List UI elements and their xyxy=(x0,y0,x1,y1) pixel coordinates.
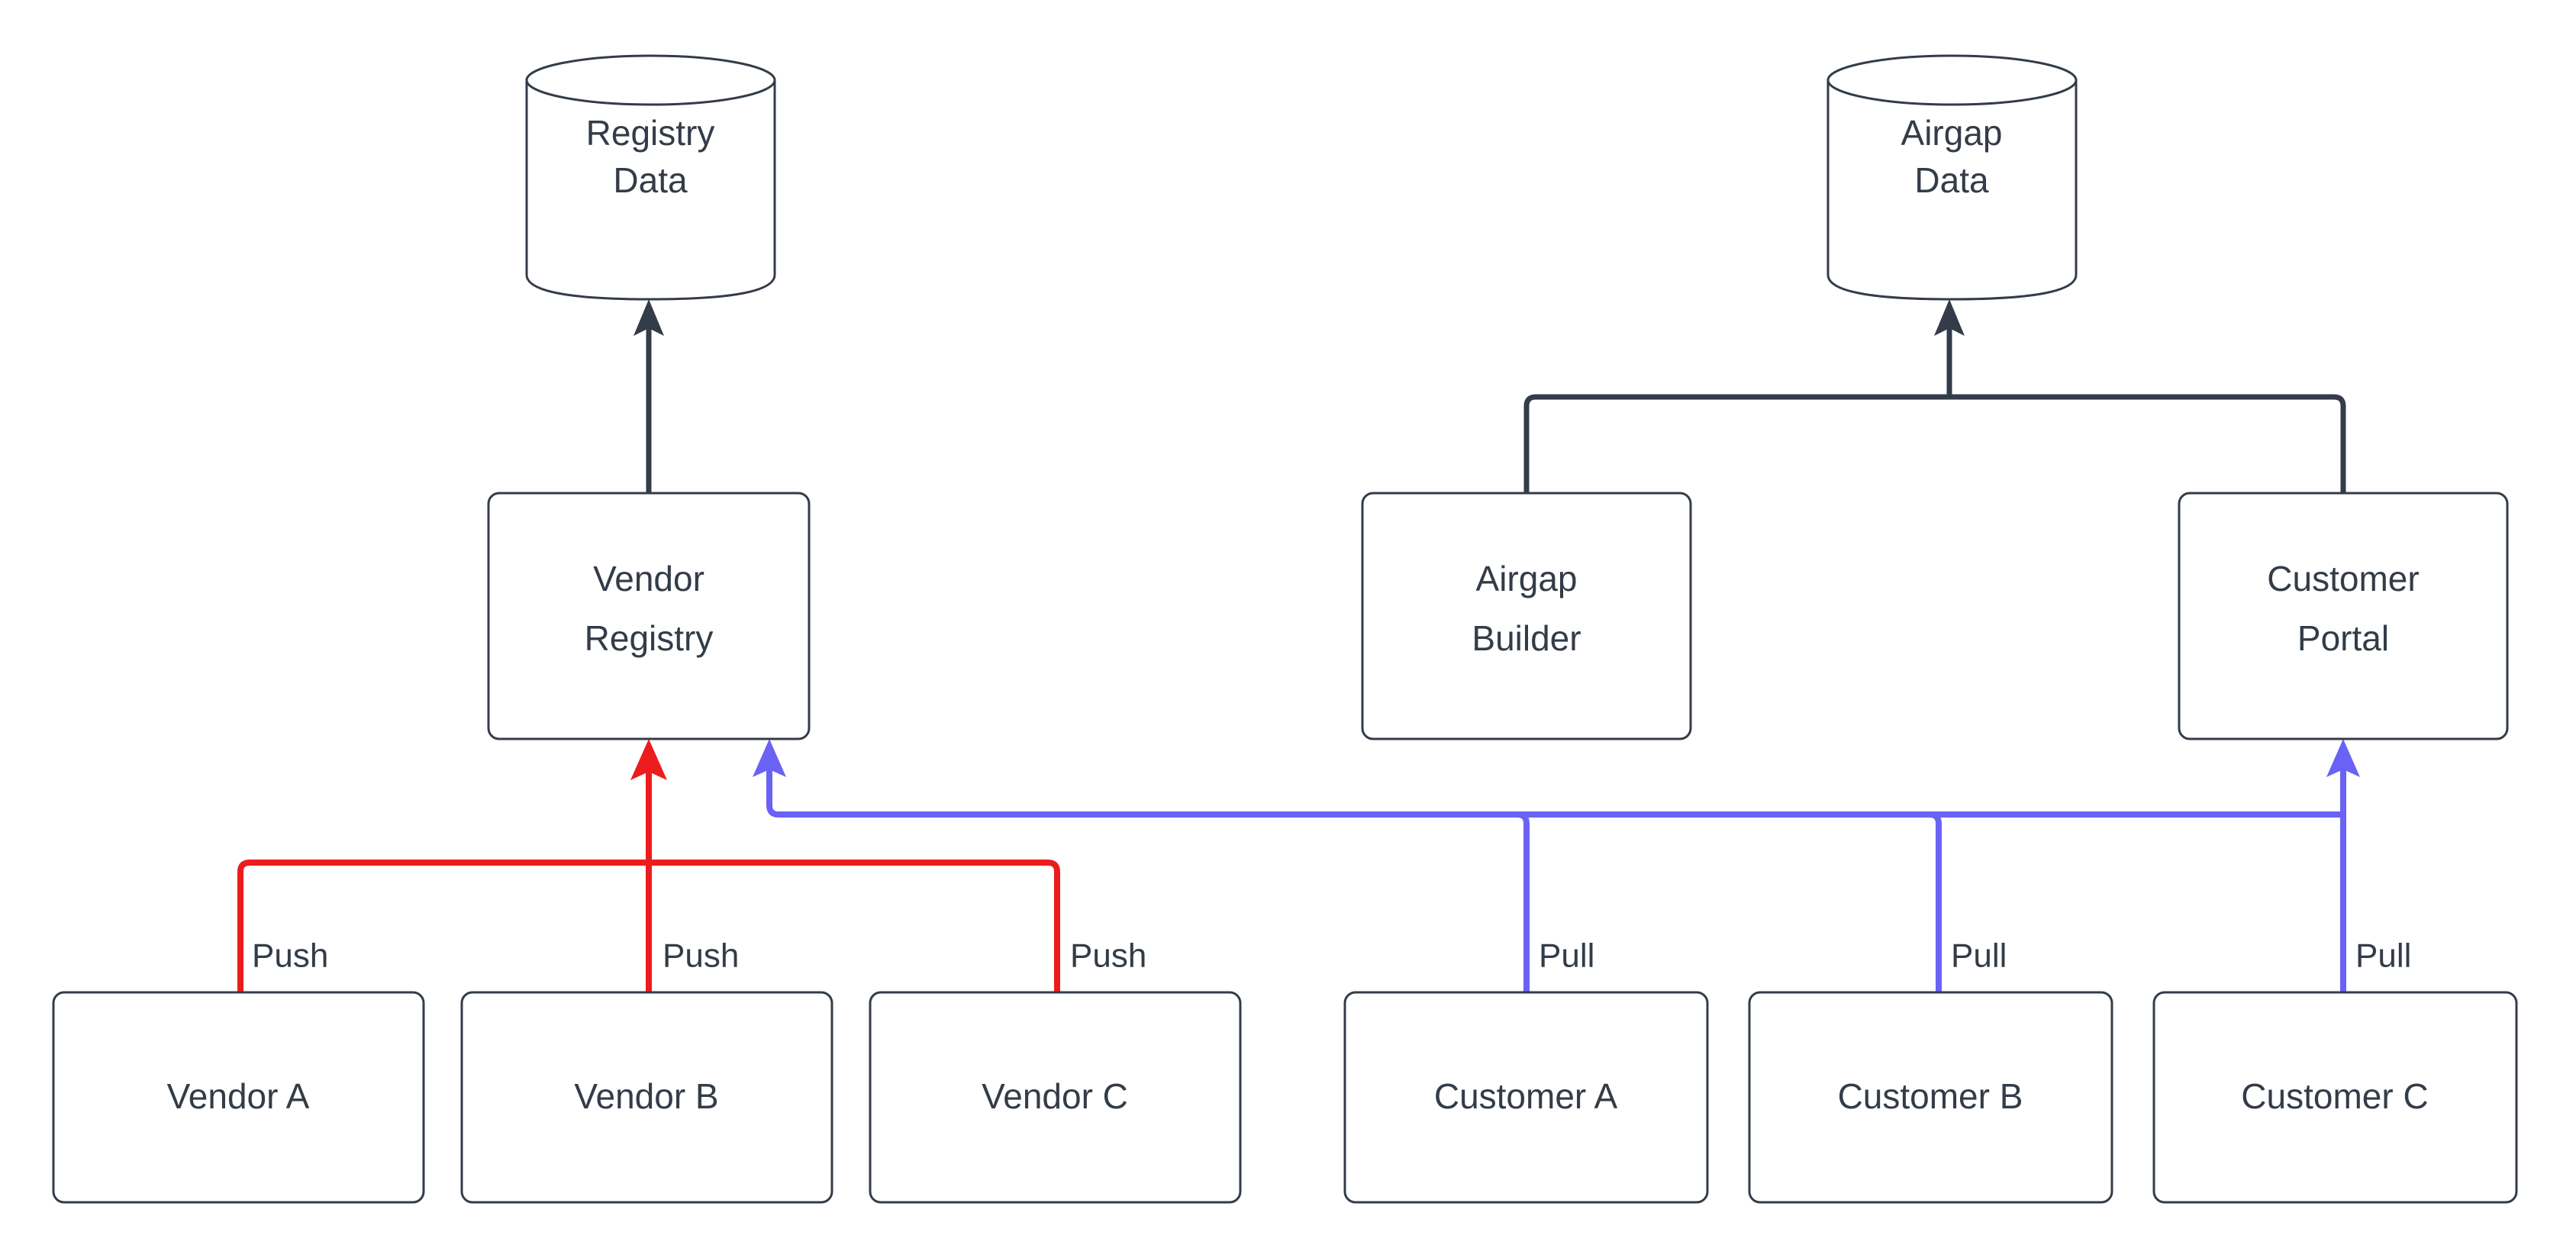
customer-portal-label-line2: Portal xyxy=(2297,618,2389,658)
vendor-b-label: Vendor B xyxy=(574,1076,718,1116)
edge-label-push-vendor-c: Push xyxy=(1070,937,1146,975)
edge-pull-arrow-to-customer-portal xyxy=(2326,739,2360,814)
edge-customer-c-pull xyxy=(1930,811,2346,992)
edge-label-pull-customer-c: Pull xyxy=(2355,937,2411,975)
edge-airgap-data-arrow xyxy=(1934,299,1965,397)
edge-customer-portal-to-airgap-data xyxy=(1949,394,2346,493)
node-vendor-registry[interactable]: Vendor Registry xyxy=(487,492,811,740)
edge-group-push xyxy=(237,739,1060,992)
vendor-c-label: Vendor C xyxy=(982,1076,1128,1116)
node-customer-a[interactable]: Customer A xyxy=(1343,991,1709,1204)
edge-airgap-builder-to-airgap-data xyxy=(1523,394,1949,493)
registry-data-label-line2: Data xyxy=(613,160,688,200)
airgap-builder-label-line2: Builder xyxy=(1472,618,1581,658)
node-customer-b[interactable]: Customer B xyxy=(1748,991,2113,1204)
edge-vendor-a-push xyxy=(237,860,649,992)
airgap-data-label-line2: Data xyxy=(1914,160,1989,200)
node-vendor-c[interactable]: Vendor C xyxy=(869,991,1242,1204)
node-vendor-b[interactable]: Vendor B xyxy=(460,991,833,1204)
node-airgap-data[interactable]: Airgap Data xyxy=(1826,54,2078,301)
customer-b-label: Customer B xyxy=(1838,1076,2023,1116)
vendor-registry-label-line2: Registry xyxy=(585,618,714,658)
vendor-a-label: Vendor A xyxy=(167,1076,310,1116)
edge-group-pull xyxy=(753,739,2360,992)
edge-group-dark xyxy=(634,299,2346,493)
edge-label-push-vendor-b: Push xyxy=(663,937,739,975)
edge-push-arrow-to-vendor-registry xyxy=(630,739,667,863)
customer-a-label: Customer A xyxy=(1434,1076,1618,1116)
edge-vendor-c-push xyxy=(649,860,1060,992)
node-vendor-a[interactable]: Vendor A xyxy=(52,991,425,1204)
customer-c-label: Customer C xyxy=(2241,1076,2428,1116)
airgap-builder-label-line1: Airgap xyxy=(1476,559,1578,598)
customer-portal-label-line1: Customer xyxy=(2267,559,2419,598)
edge-vendor-registry-to-registry-data xyxy=(634,299,664,493)
node-customer-c[interactable]: Customer C xyxy=(2152,991,2518,1204)
edge-label-push-vendor-a: Push xyxy=(252,937,328,975)
airgap-data-label-line1: Airgap xyxy=(1901,113,2003,153)
edge-label-pull-customer-b: Pull xyxy=(1951,937,2007,975)
registry-data-label-line1: Registry xyxy=(586,113,715,153)
edge-pull-arrow-to-vendor-registry xyxy=(753,739,786,818)
edge-customer-a-pull xyxy=(779,811,1530,992)
node-airgap-builder[interactable]: Airgap Builder xyxy=(1361,492,1692,740)
vendor-registry-label-line1: Vendor xyxy=(593,559,704,598)
node-registry-data[interactable]: Registry Data xyxy=(525,54,776,301)
edge-customer-b-pull xyxy=(779,811,1942,992)
node-customer-portal[interactable]: Customer Portal xyxy=(2178,492,2509,740)
edge-label-pull-customer-a: Pull xyxy=(1539,937,1594,975)
